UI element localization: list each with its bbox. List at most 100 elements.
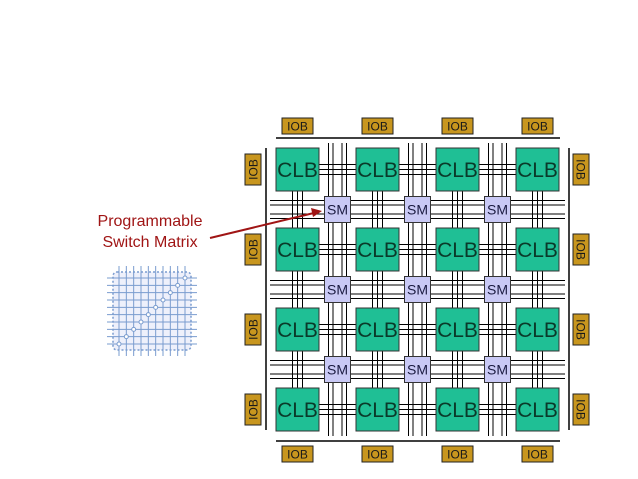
- iob-label: IOB: [287, 120, 308, 134]
- iob-box: [361, 117, 394, 135]
- iob-box: [281, 117, 314, 135]
- switch-matrix: SM: [324, 196, 351, 223]
- callout-arrow-line: [209, 211, 319, 239]
- inset-connection-point: [138, 319, 144, 325]
- clb-box: [435, 227, 480, 272]
- iob-top: IOB: [441, 117, 474, 135]
- switch-matrix-box: [484, 356, 511, 383]
- iob-label: IOB: [447, 448, 468, 462]
- switch-matrix-box: [404, 276, 431, 303]
- clb-block: CLB: [355, 227, 400, 272]
- clb-label: CLB: [517, 239, 558, 262]
- inset-connection-point: [153, 304, 159, 310]
- callout-arrowhead-icon: [311, 208, 322, 217]
- iob-box: [572, 393, 590, 426]
- switch-matrix-box: [484, 276, 511, 303]
- iob-label: IOB: [367, 120, 388, 134]
- clb-block: CLB: [355, 307, 400, 352]
- iob-box: [281, 445, 314, 463]
- switch-matrix-label: SM: [327, 202, 348, 218]
- clb-label: CLB: [517, 159, 558, 182]
- iob-right: IOB: [572, 313, 590, 346]
- iob-box: [572, 233, 590, 266]
- switch-matrix-label: SM: [407, 202, 428, 218]
- clb-block: CLB: [515, 307, 560, 352]
- clb-box: [515, 307, 560, 352]
- clb-label: CLB: [437, 239, 478, 262]
- iob-box: [521, 445, 554, 463]
- clb-label: CLB: [277, 239, 318, 262]
- inset-connection-point: [160, 297, 166, 303]
- clb-block: CLB: [355, 147, 400, 192]
- clb-label: CLB: [517, 399, 558, 422]
- switch-matrix: SM: [324, 276, 351, 303]
- clb-grid: CLB CLB CLB CLB CLB CLB CLB CLB CLB CLB CLB CLB CLB C…: [275, 147, 560, 432]
- iob-left: IOB: [244, 393, 262, 426]
- clb-box: [515, 387, 560, 432]
- switch-matrix-label: SM: [327, 282, 348, 298]
- clb-block: CLB: [435, 387, 480, 432]
- iob-bottom: IOB: [521, 445, 554, 463]
- clb-label: CLB: [437, 399, 478, 422]
- iob-right: IOB: [572, 393, 590, 426]
- iob-label: IOB: [447, 120, 468, 134]
- iob-label: IOB: [574, 159, 588, 180]
- clb-label: CLB: [357, 399, 398, 422]
- switch-matrix-box: [324, 196, 351, 223]
- iob-box: [244, 313, 262, 346]
- iob-label: IOB: [247, 159, 261, 180]
- clb-box: [515, 147, 560, 192]
- clb-box: [275, 227, 320, 272]
- iob-label: IOB: [574, 239, 588, 260]
- clb-block: CLB: [275, 387, 320, 432]
- callout-line1: Programmable: [98, 213, 203, 230]
- iob-box: [521, 117, 554, 135]
- switch-matrix-box: [484, 196, 511, 223]
- clb-block: CLB: [355, 387, 400, 432]
- callout: Programmable Switch Matrix: [98, 208, 322, 251]
- iob-box: [441, 445, 474, 463]
- switch-matrix-inset: [107, 266, 197, 356]
- switch-matrix-label: SM: [327, 362, 348, 378]
- iob-left: IOB: [244, 233, 262, 266]
- callout-line2: Switch Matrix: [102, 234, 197, 251]
- clb-label: CLB: [437, 319, 478, 342]
- switch-matrix-label: SM: [407, 362, 428, 378]
- clb-label: CLB: [357, 159, 398, 182]
- iob-bottom: IOB: [361, 445, 394, 463]
- switch-matrix-label: SM: [487, 282, 508, 298]
- clb-box: [435, 387, 480, 432]
- inset-connection-point: [145, 312, 151, 318]
- clb-block: CLB: [275, 227, 320, 272]
- clb-block: CLB: [275, 147, 320, 192]
- iob-label: IOB: [367, 448, 388, 462]
- clb-box: [435, 147, 480, 192]
- clb-box: [275, 387, 320, 432]
- iob-left: IOB: [244, 153, 262, 186]
- clb-box: [355, 147, 400, 192]
- clb-block: CLB: [435, 147, 480, 192]
- clb-block: CLB: [435, 227, 480, 272]
- switch-matrix: SM: [404, 356, 431, 383]
- clb-block: CLB: [515, 387, 560, 432]
- iob-label: IOB: [527, 448, 548, 462]
- inset-connection-point: [182, 275, 188, 281]
- clb-label: CLB: [437, 159, 478, 182]
- clb-box: [435, 307, 480, 352]
- iob-box: [441, 117, 474, 135]
- iob-top: IOB: [281, 117, 314, 135]
- clb-label: CLB: [277, 399, 318, 422]
- clb-box: [515, 227, 560, 272]
- clb-box: [275, 307, 320, 352]
- iob-box: [572, 313, 590, 346]
- clb-block: CLB: [275, 307, 320, 352]
- clb-box: [275, 147, 320, 192]
- switch-matrix: SM: [324, 356, 351, 383]
- iob-box: [244, 233, 262, 266]
- iob-ring: IOB IOB IOB IOB IOB IOB IOB IOB IOB IOB IOB IOB IOB I…: [244, 117, 590, 463]
- iob-label: IOB: [527, 120, 548, 134]
- inset-connection-point: [131, 326, 137, 332]
- iob-label: IOB: [574, 319, 588, 340]
- switch-matrix: SM: [404, 196, 431, 223]
